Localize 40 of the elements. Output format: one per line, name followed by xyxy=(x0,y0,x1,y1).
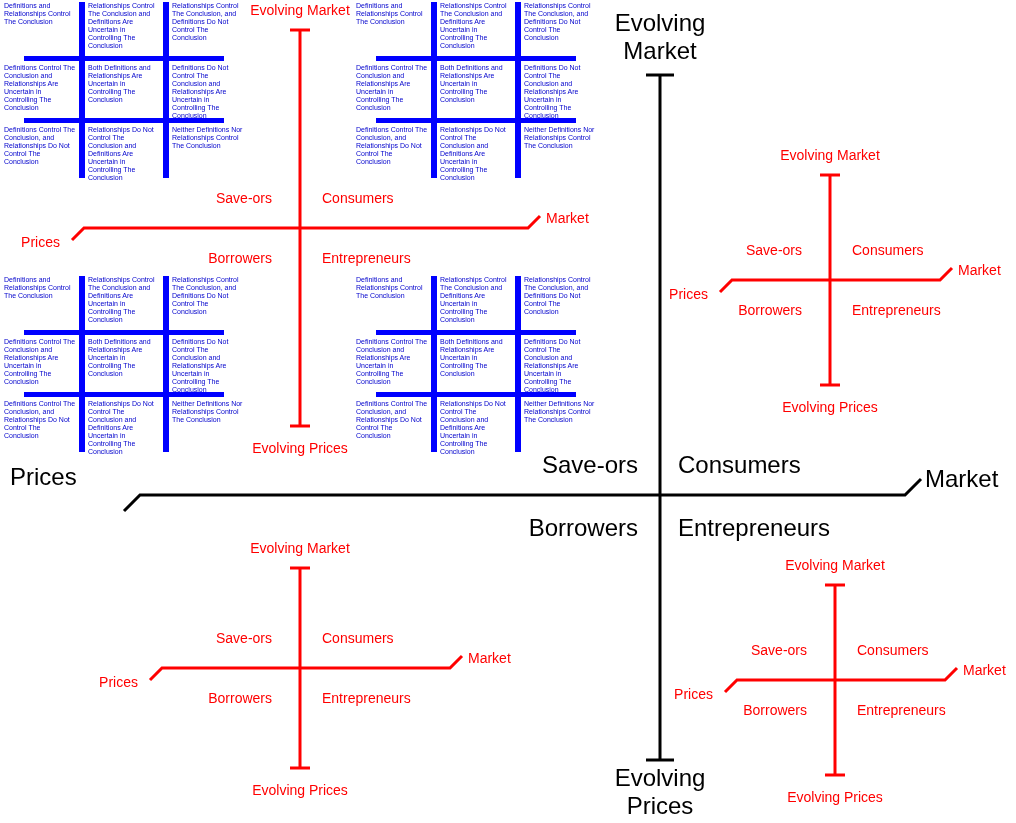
axis-label: Save-ors xyxy=(541,451,638,479)
axis-label: Consumers xyxy=(678,451,801,479)
axis-label: Market xyxy=(546,209,589,227)
axis-label: Market xyxy=(958,261,1001,279)
axis-label: Evolving Market xyxy=(250,1,350,19)
axis-label: Borrowers xyxy=(743,701,807,719)
axis-label: Prices xyxy=(21,233,60,251)
axis-label: Save-ors xyxy=(750,641,807,659)
axis-label: Market xyxy=(963,661,1006,679)
axis-label: Borrowers xyxy=(738,301,802,319)
axis-label: Evolving Market xyxy=(613,9,707,65)
axis-label: Consumers xyxy=(857,641,929,659)
axis-label: Entrepreneurs xyxy=(852,301,941,319)
axis-label: Market xyxy=(468,649,511,667)
axis-label: Evolving Prices xyxy=(787,788,883,806)
axis-label: Evolving Market xyxy=(780,146,880,164)
axis-label: Prices xyxy=(674,685,713,703)
axis-label: Borrowers xyxy=(528,514,638,542)
axis-label: Consumers xyxy=(322,629,394,647)
axis-label: Evolving Prices xyxy=(252,439,348,457)
axis-label: Prices xyxy=(10,463,77,491)
axis-label: Consumers xyxy=(322,189,394,207)
axis-label: Market xyxy=(925,465,999,493)
axis-label: Entrepreneurs xyxy=(322,689,411,707)
axis-label: Evolving Prices xyxy=(613,764,707,820)
axis-label: Evolving Prices xyxy=(782,398,878,416)
axis-label: Evolving Market xyxy=(785,556,885,574)
axis-label: Prices xyxy=(99,673,138,691)
axis-label: Save-ors xyxy=(215,629,272,647)
axis-label: Entrepreneurs xyxy=(857,701,946,719)
axis-label: Consumers xyxy=(852,241,924,259)
axis-label: Save-ors xyxy=(745,241,802,259)
axis-label: Evolving Market xyxy=(250,539,350,557)
axis-label: Borrowers xyxy=(208,689,272,707)
axis-label: Entrepreneurs xyxy=(678,514,831,542)
axis-label: Entrepreneurs xyxy=(322,249,411,267)
axis-label: Save-ors xyxy=(215,189,272,207)
axis-label: Borrowers xyxy=(208,249,272,267)
axis-label: Prices xyxy=(669,285,708,303)
axis-label: Evolving Prices xyxy=(252,781,348,799)
